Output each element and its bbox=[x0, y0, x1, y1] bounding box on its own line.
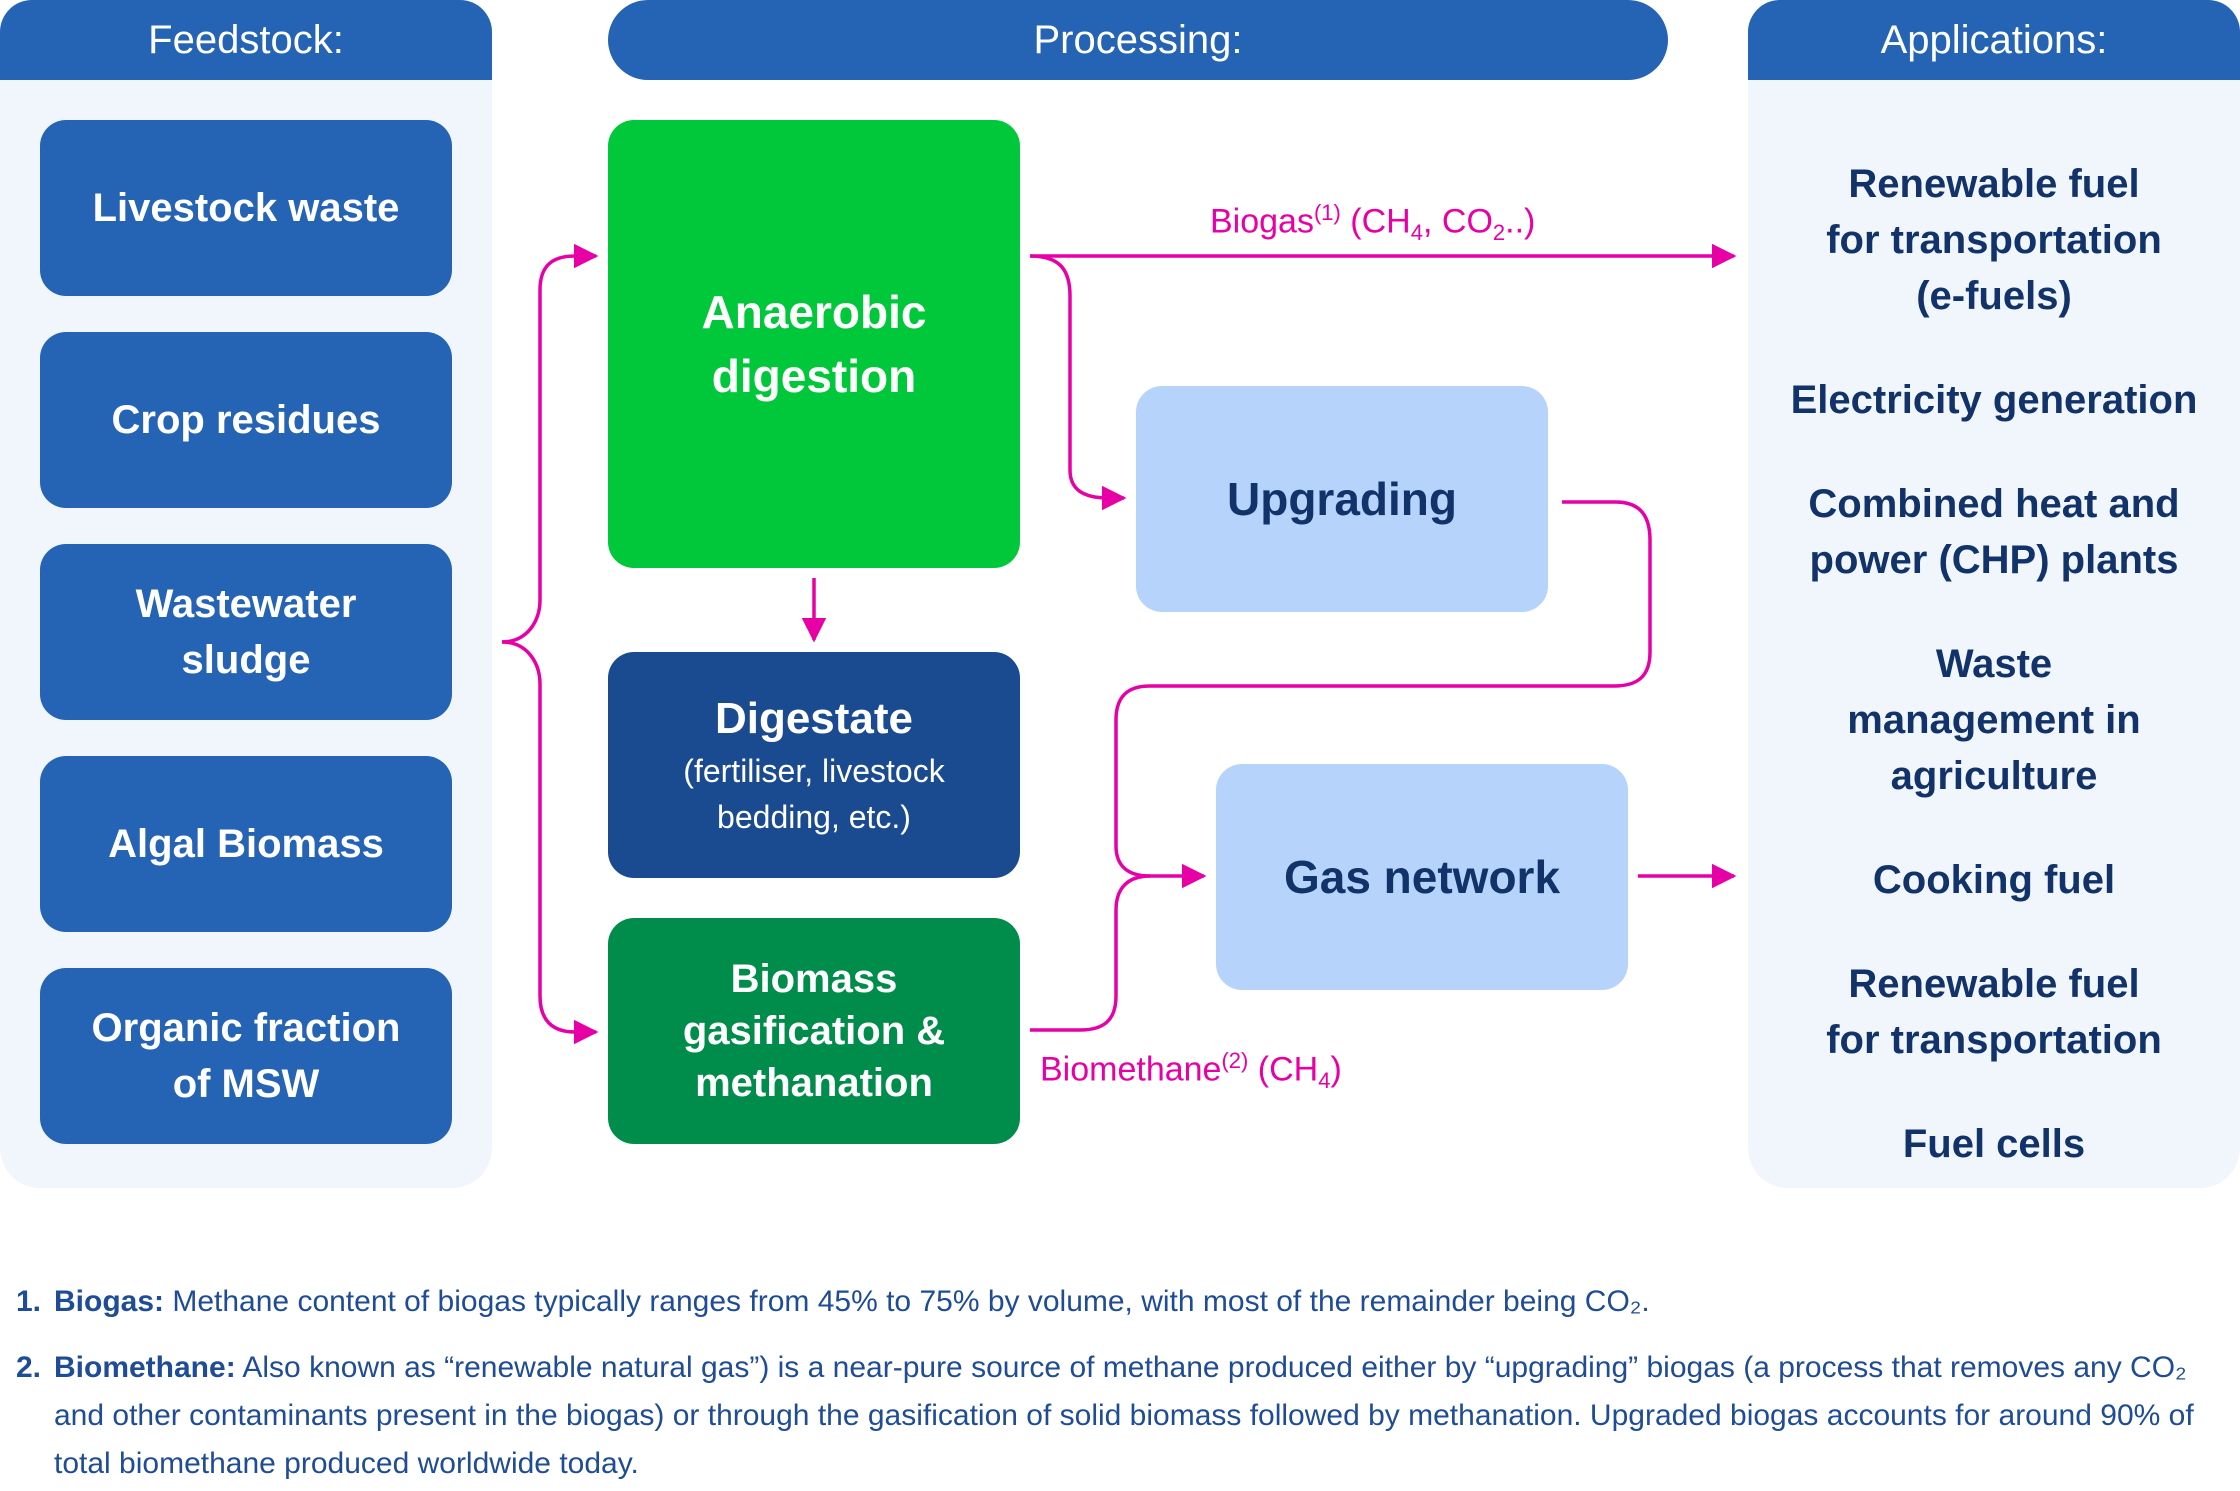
upgrading-box: Upgrading bbox=[1136, 386, 1548, 612]
feedstock-wastewater-sludge: Wastewater sludge bbox=[40, 544, 452, 720]
footnote-2-term: Biomethane: bbox=[54, 1351, 236, 1384]
app-chp-plants: Combined heat and power (CHP) plants bbox=[1808, 482, 2180, 582]
app-electricity-generation: Electricity generation bbox=[1790, 378, 2198, 422]
biomethane-sub-a: 4 bbox=[1318, 1068, 1331, 1094]
digestate-subtitle: (fertiliser, livestock bedding, etc.) bbox=[683, 753, 945, 835]
biogas-formula-a: (CH bbox=[1340, 202, 1411, 241]
digestate-box: Digestate (fertiliser, livestock bedding… bbox=[608, 652, 1020, 878]
footnote-1: 1. Biogas: Methane content of biogas typ… bbox=[16, 1278, 2226, 1326]
feedstock-crop-residues: Crop residues bbox=[40, 332, 452, 508]
biomethane-to-gas-network bbox=[1030, 874, 1151, 1032]
biomethane-formula-b: ) bbox=[1330, 1050, 1342, 1089]
biogas-formula-c: ..) bbox=[1505, 202, 1536, 241]
biomass-gasification-box: Biomass gasification & methanation bbox=[608, 918, 1020, 1144]
applications-panel bbox=[1748, 0, 2240, 1188]
biogas-to-upgrading bbox=[1029, 254, 1127, 511]
biogas-name: Biogas bbox=[1210, 202, 1314, 241]
feedstock-header: Feedstock: bbox=[0, 0, 492, 80]
biogas-sub-b: 2 bbox=[1492, 220, 1506, 246]
applications-list: Renewable fuel for transportation (e-fue… bbox=[1768, 156, 2220, 1220]
footnote-2-text: Also known as “renewable natural gas”) i… bbox=[54, 1351, 2194, 1480]
app-cooking-fuel: Cooking fuel bbox=[1872, 858, 2116, 902]
biomethane-ref: (2) bbox=[1221, 1048, 1249, 1073]
app-renewable-fuel-efuels: Renewable fuel for transportation (e-fue… bbox=[1826, 162, 2162, 318]
biomethane-label: Biomethane(2) (CH4) bbox=[1040, 1048, 1342, 1094]
anaerobic-digestion-box: Anaerobic digestion bbox=[608, 120, 1020, 568]
biogas-formula-b: , CO bbox=[1423, 202, 1493, 241]
feedstock-bracket bbox=[501, 243, 599, 644]
upgrading-to-gas-network bbox=[1114, 500, 1652, 889]
feedstock-livestock-waste: Livestock waste bbox=[40, 120, 452, 296]
footnotes: 1. Biogas: Methane content of biogas typ… bbox=[16, 1278, 2226, 1488]
gas-network-box: Gas network bbox=[1216, 764, 1628, 990]
app-renewable-fuel-transport: Renewable fuel for transportation bbox=[1826, 962, 2162, 1062]
processing-header: Processing: bbox=[608, 0, 1668, 80]
biogas-ref: (1) bbox=[1313, 200, 1341, 225]
feedstock-bracket-lower bbox=[501, 640, 599, 1045]
footnote-1-text: Methane content of biogas typically rang… bbox=[172, 1285, 1650, 1318]
app-waste-management: Waste management in agriculture bbox=[1847, 642, 2141, 798]
applications-header: Applications: bbox=[1748, 0, 2240, 80]
biogas-sub-a: 4 bbox=[1410, 220, 1423, 246]
footnote-2: 2. Biomethane: Also known as “renewable … bbox=[16, 1344, 2226, 1488]
biomethane-name: Biomethane bbox=[1040, 1050, 1222, 1089]
feedstock-organic-msw: Organic fraction of MSW bbox=[40, 968, 452, 1144]
footnote-2-number: 2. bbox=[16, 1351, 42, 1384]
feedstock-algal-biomass: Algal Biomass bbox=[40, 756, 452, 932]
footnote-1-number: 1. bbox=[16, 1285, 42, 1318]
app-fuel-cells: Fuel cells bbox=[1902, 1122, 2086, 1166]
footnote-1-term: Biogas: bbox=[54, 1285, 165, 1318]
biogas-label: Biogas(1) (CH4, CO2..) bbox=[1210, 200, 1535, 246]
biomethane-formula-a: (CH bbox=[1248, 1050, 1319, 1089]
digestate-title: Digestate bbox=[714, 694, 914, 743]
